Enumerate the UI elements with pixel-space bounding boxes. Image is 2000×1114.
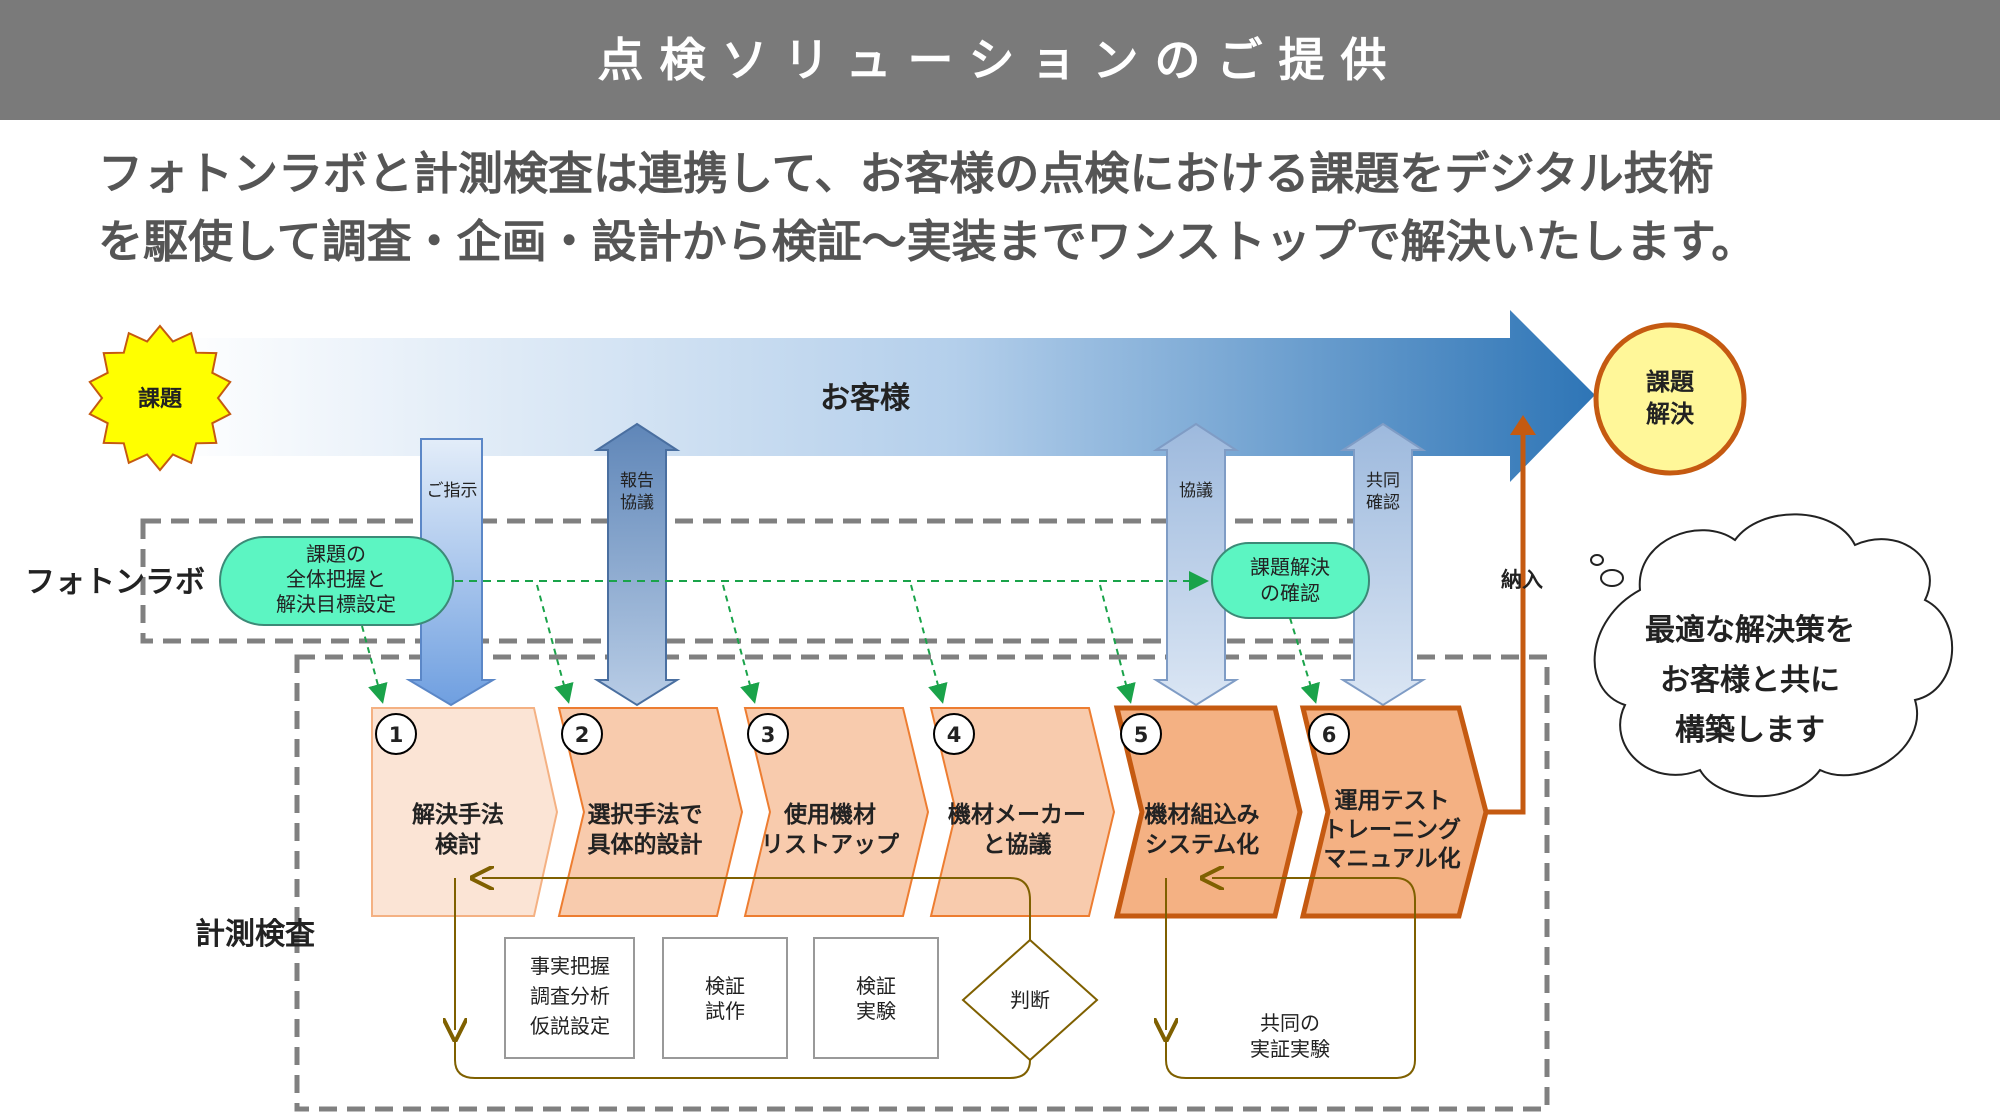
green-branch-3 (722, 584, 760, 704)
step-1-line-1: 解決手法 (412, 801, 504, 828)
solved-label-1: 課題 (1646, 368, 1695, 396)
joint-confirm-label-2: 確認 (1366, 493, 1400, 513)
delivery-label: 納入 (1501, 568, 1543, 592)
step-6-line-1: 運用テスト (1335, 788, 1450, 814)
step-1-line-2: 検討 (435, 831, 481, 858)
page-title: 点検ソリューションのご提供 (0, 0, 2000, 120)
step-number-2 (561, 713, 603, 755)
report-double-arrow (593, 422, 681, 707)
green-branch-4 (910, 584, 948, 704)
step-4 (929, 707, 1116, 917)
step-number-4 (933, 713, 975, 755)
sub-box-prototype-line-1: 検証 (705, 974, 745, 998)
sub-box-experiment (813, 937, 939, 1059)
step-number-3-text: 3 (761, 723, 776, 747)
sub-box-prototype (662, 937, 788, 1059)
cloud-callout (1590, 513, 1954, 798)
photonlab-confirm-line-1: 課題解決 (1250, 555, 1330, 579)
step-6-line-2: トレーニング (1323, 816, 1461, 843)
green-branch-5 (1099, 584, 1136, 704)
step-number-3 (747, 713, 789, 755)
solved-circle (1593, 322, 1747, 476)
photonlab-task-pill (219, 536, 454, 626)
photonlab-task-line-3: 解決目標設定 (276, 592, 396, 616)
photonlab-confirm-line-2: の確認 (1260, 581, 1320, 605)
consult-label: 協議 (1179, 481, 1213, 501)
sub-box-research-line-2: 調査分析 (530, 984, 610, 1008)
solved-label-2: 解決 (1646, 400, 1695, 428)
sub-box-prototype-line-2: 試作 (705, 999, 745, 1023)
customer-label: お客様 (820, 381, 911, 416)
customer-flow-arrow (170, 310, 1595, 482)
photonlab-task-line-2: 全体把握と (286, 567, 386, 591)
step-1 (371, 707, 559, 917)
feedback-loop-return (482, 878, 1031, 940)
report-label-2: 協議 (620, 493, 654, 513)
report-label-1: 報告 (620, 471, 654, 491)
step-5-line-2: システム化 (1145, 831, 1259, 858)
step-5-line-1: 機材組込み (1145, 801, 1260, 828)
step-number-4-text: 4 (947, 723, 962, 747)
step-number-5-text: 5 (1134, 723, 1149, 747)
step-2-line-1: 選択手法で (588, 802, 703, 828)
photonlab-task-line-1: 課題の (306, 542, 366, 566)
photonlab-frame (140, 518, 1393, 644)
delivery-arrow (1485, 415, 1536, 815)
sub-box-research-line-3: 仮説設定 (530, 1014, 610, 1038)
intro-line-2: を駆使して調査・企画・設計から検証～実装までワンストップで解決いたします。 (98, 215, 1757, 268)
step-4-line-2: と協議 (983, 831, 1052, 858)
step-4-line-1: 機材メーカー (948, 802, 1086, 828)
step-2 (557, 707, 744, 917)
green-branch-1 (361, 625, 388, 704)
problem-badge-label: 課題 (138, 386, 183, 412)
sub-box-research-line-1: 事実把握 (530, 954, 610, 978)
step-2-line-2: 具体的設計 (588, 831, 703, 858)
keisoku-frame (294, 654, 1550, 1112)
step-number-1 (375, 713, 417, 755)
step-3-line-2: リストアップ (761, 832, 900, 858)
joint-confirm-double-arrow (1339, 422, 1427, 707)
step-number-6 (1308, 713, 1350, 755)
joint-experiment-line-1: 共同の (1260, 1011, 1320, 1035)
step-5 (1113, 705, 1303, 919)
joint-experiment-line-2: 実証実験 (1250, 1037, 1330, 1061)
cloud-line-2: お客様と共に (1660, 663, 1840, 698)
cloud-line-1: 最適な解決策を (1645, 613, 1855, 648)
consult-double-arrow (1152, 422, 1240, 707)
keisoku-label: 計測検査 (195, 917, 315, 952)
step-6 (1299, 705, 1489, 919)
step-number-2-text: 2 (575, 723, 590, 747)
step-number-5 (1120, 713, 1162, 755)
step-number-6-text: 6 (1322, 723, 1337, 747)
photonlab-label: フォトンラボ (25, 565, 205, 600)
joint-confirm-label-1: 共同 (1366, 471, 1400, 491)
joint-loop-bottom (1165, 878, 1416, 1079)
sub-box-research (504, 937, 635, 1059)
instruction-label: ご指示 (427, 481, 478, 501)
judge-label: 判断 (1010, 988, 1050, 1012)
step-6-line-3: マニュアル化 (1323, 845, 1460, 872)
green-branch-2 (536, 584, 574, 704)
problem-starburst (88, 324, 232, 472)
sub-box-experiment-line-2: 実験 (856, 999, 896, 1023)
sub-box-experiment-line-1: 検証 (856, 974, 896, 998)
step-3 (743, 707, 930, 917)
feedback-loop-bottom (454, 1040, 1031, 1079)
step-3-line-1: 使用機材 (783, 802, 876, 828)
green-branch-6 (1289, 617, 1320, 704)
step-number-1-text: 1 (389, 723, 404, 747)
intro-line-1: フォトンラボと計測検査は連携して、お客様の点検における課題をデジタル技術 (98, 147, 1714, 200)
cloud-line-3: 構築します (1675, 713, 1825, 748)
intro-text: フォトンラボと計測検査は連携して、お客様の点検における課題をデジタル技術 を駆使… (98, 140, 1958, 276)
